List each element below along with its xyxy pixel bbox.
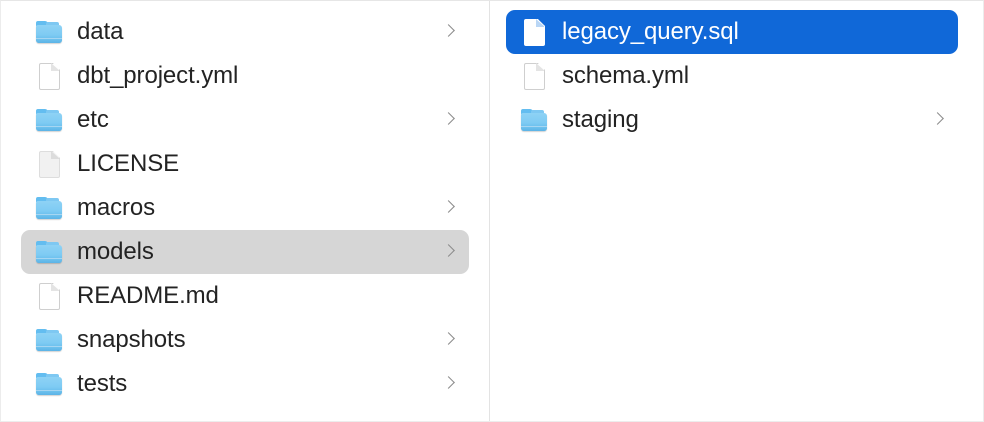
file-row[interactable]: legacy_query.sql [506,10,958,54]
item-label: dbt_project.yml [77,62,239,89]
document-plain-icon [35,149,65,179]
chevron-right-icon [443,155,455,173]
chevron-right-icon [443,199,455,217]
folder-row[interactable]: models [21,230,469,274]
folder-row[interactable]: tests [21,362,469,406]
file-row[interactable]: schema.yml [506,54,958,98]
chevron-right-icon [443,23,455,41]
chevron-right-icon [443,331,455,349]
file-row[interactable]: README.md [21,274,469,318]
item-label: tests [77,370,128,397]
folder-icon [35,237,65,267]
item-label: data [77,18,124,45]
item-label: legacy_query.sql [562,18,739,45]
folder-row[interactable]: macros [21,186,469,230]
folder-row[interactable]: staging [506,98,958,142]
document-icon [520,17,550,47]
item-label: staging [562,106,639,133]
folder-row[interactable]: data [21,10,469,54]
document-icon [35,61,65,91]
chevron-right-icon [443,111,455,129]
chevron-right-icon [443,375,455,393]
chevron-right-icon [443,243,455,261]
item-label: README.md [77,282,219,309]
folder-icon [35,369,65,399]
file-row[interactable]: LICENSE [21,142,469,186]
chevron-right-icon [932,23,944,41]
folder-icon [35,17,65,47]
item-label: etc [77,106,109,133]
folder-row[interactable]: snapshots [21,318,469,362]
chevron-right-icon [932,111,944,129]
item-label: models [77,238,154,265]
chevron-right-icon [443,287,455,305]
folder-icon [35,105,65,135]
chevron-right-icon [443,67,455,85]
item-label: LICENSE [77,150,180,177]
chevron-right-icon [932,67,944,85]
folder-row[interactable]: etc [21,98,469,142]
folder-icon [520,105,550,135]
document-icon [520,61,550,91]
file-column-child[interactable]: legacy_query.sql schema.yml staging [490,1,983,421]
folder-icon [35,193,65,223]
document-icon [35,281,65,311]
file-row[interactable]: dbt_project.yml [21,54,469,98]
item-label: macros [77,194,156,221]
item-label: schema.yml [562,62,690,89]
item-label: snapshots [77,326,186,353]
folder-icon [35,325,65,355]
